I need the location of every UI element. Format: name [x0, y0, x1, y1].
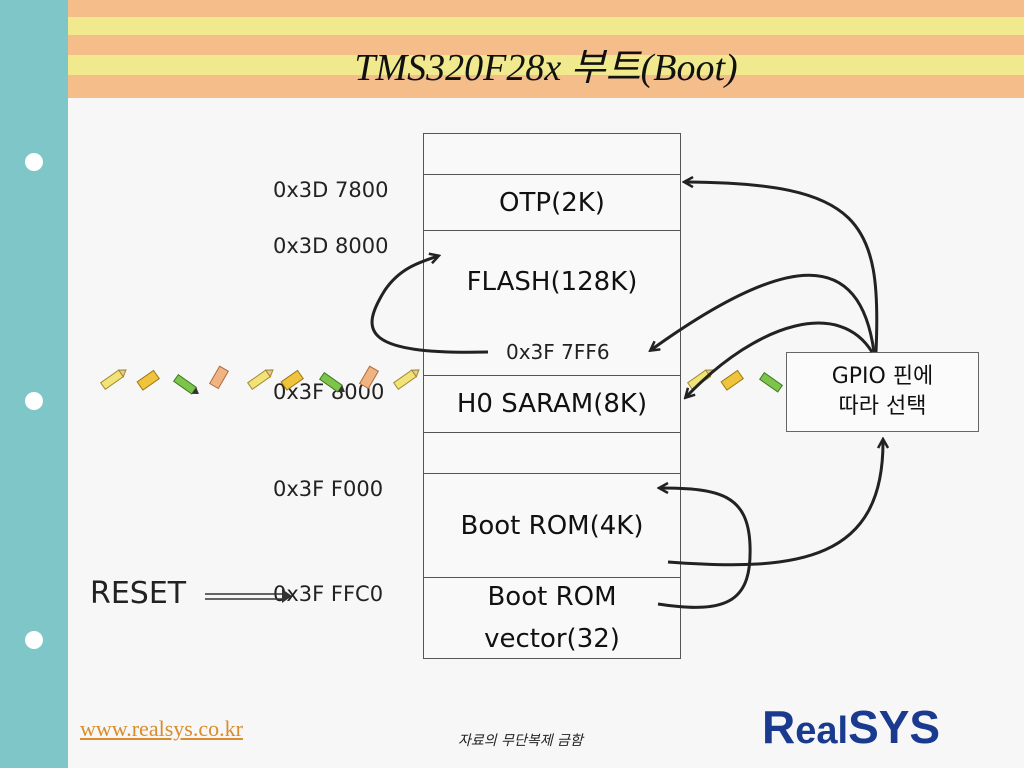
- gpio-to-otp-arrow: [685, 182, 879, 353]
- header-stripes: [68, 0, 1024, 98]
- vector-to-bootrom-arrow: [658, 488, 752, 609]
- gpio-box-line2: 따라 선택: [838, 394, 927, 419]
- logo-part2: eal: [795, 710, 849, 752]
- logo-part1: R: [762, 701, 796, 753]
- bullet-icon: [25, 153, 43, 171]
- flash-entry-to-start-arrow: [370, 256, 489, 354]
- slide-title: TMS320F28x 부트(Boot): [354, 47, 738, 89]
- left-sidebar: [0, 0, 68, 768]
- address-label: 0x3F F000: [273, 477, 384, 501]
- bullet-icon: [25, 631, 43, 649]
- bootrom-to-gpio-arrow: [667, 440, 883, 567]
- gpio-box-line1: GPIO 핀에: [831, 364, 934, 389]
- flash-entry-address: 0x3F 7FF6: [502, 340, 614, 364]
- address-label: 0x3F FFC0: [273, 582, 384, 606]
- gpio-to-h0-arrow: [686, 321, 874, 397]
- memory-block-boot-rom: Boot ROM(4K): [423, 473, 681, 578]
- memory-block-gap: [423, 432, 681, 474]
- pencil-decoration: [100, 365, 784, 395]
- memory-block-top: [423, 133, 681, 175]
- logo-part3: SYS: [848, 701, 941, 753]
- memory-block-h0-saram: H0 SARAM(8K): [423, 375, 681, 433]
- reset-arrow: [205, 589, 292, 603]
- memory-block-otp: OTP(2K): [423, 174, 681, 231]
- memory-block-boot-rom-vector: Boot ROM vector(32): [423, 577, 681, 659]
- address-label: 0x3D 7800: [273, 178, 389, 202]
- footer-copyright-notice: 자료의 무단복제 금함: [458, 733, 583, 749]
- reset-label: RESET: [90, 576, 187, 611]
- footer-website-link[interactable]: www.realsys.co.kr: [80, 716, 243, 741]
- gpio-select-box: GPIO 핀에 따라 선택: [786, 352, 979, 432]
- bullet-icon: [25, 392, 43, 410]
- realsys-logo: RealSYS: [762, 700, 940, 754]
- gpio-to-flash-arrow: [651, 273, 876, 353]
- address-label: 0x3D 8000: [273, 234, 389, 258]
